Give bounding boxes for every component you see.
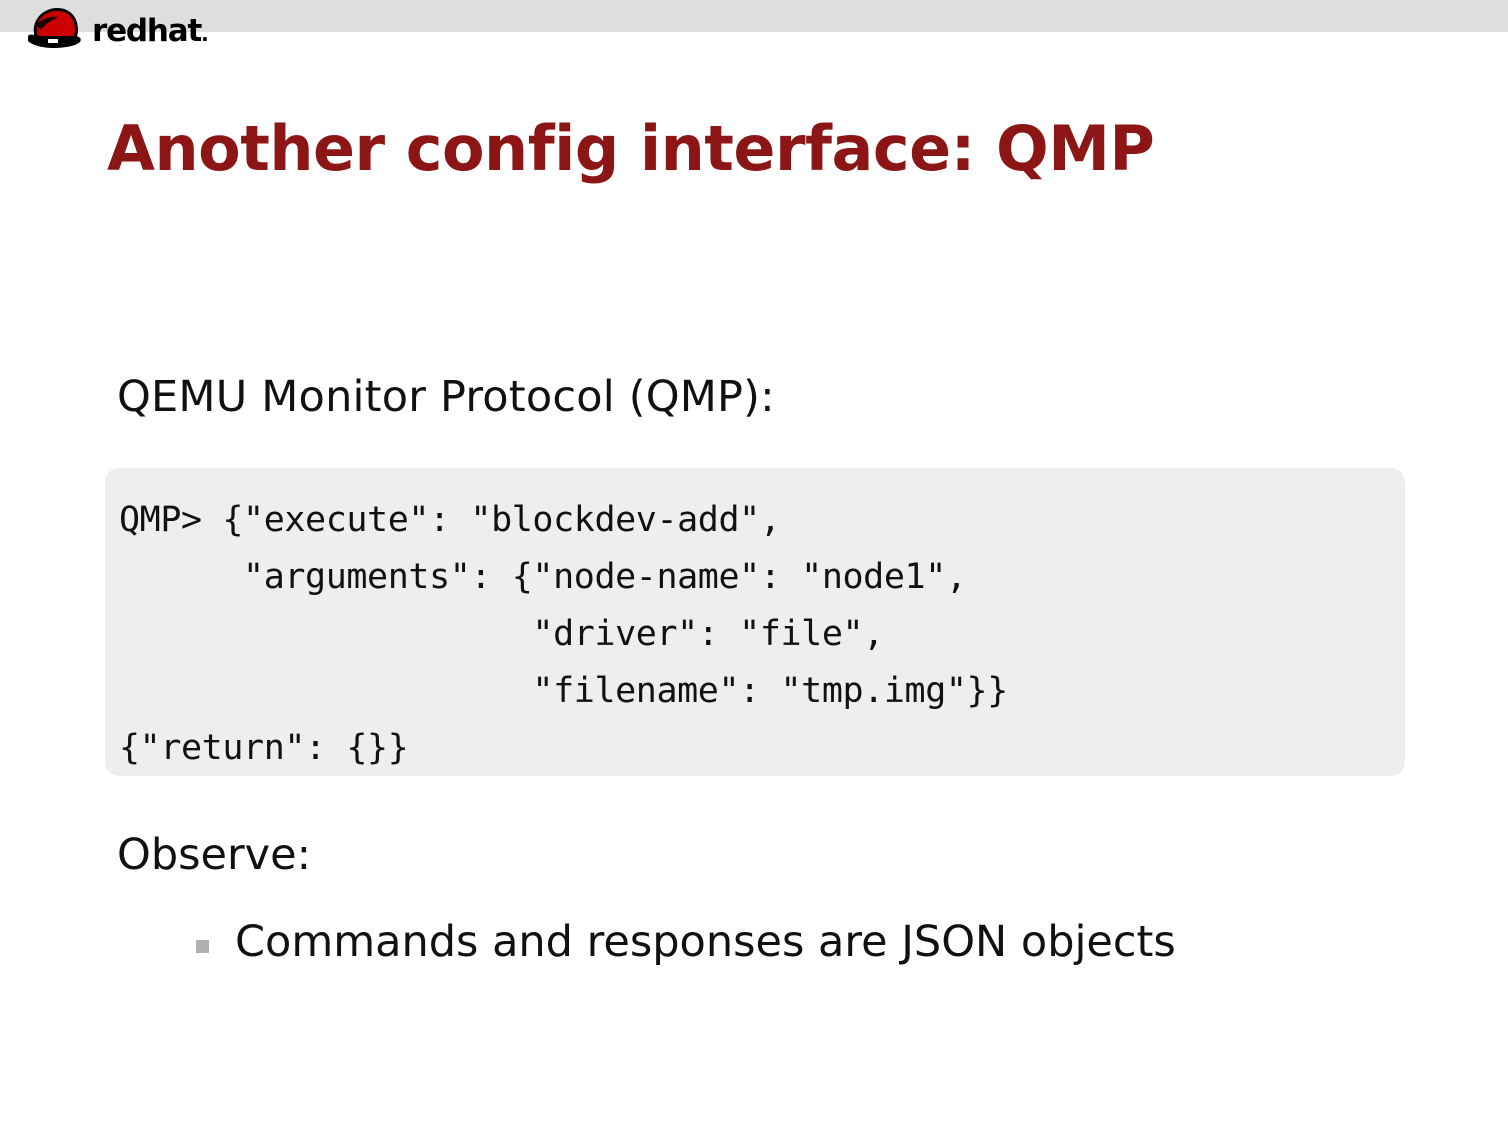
brand-word-red: red <box>92 12 148 49</box>
brand-dot: . <box>201 21 209 46</box>
code-block: QMP> {"execute": "blockdev-add", "argume… <box>105 468 1405 776</box>
brand-word-black: hat <box>146 12 202 49</box>
redhat-wordmark: redhat. <box>92 12 209 49</box>
lead-text: QEMU Monitor Protocol (QMP): <box>117 372 775 422</box>
slide-title: Another config interface: QMP <box>107 112 1155 185</box>
header-band <box>0 0 1508 32</box>
code-content: QMP> {"execute": "blockdev-add", "argume… <box>119 500 1008 768</box>
bullet-label: Commands and responses are JSON objects <box>235 917 1176 967</box>
redhat-logo: redhat. <box>24 2 209 50</box>
list-item: Commands and responses are JSON objects <box>196 917 1176 967</box>
observe-heading: Observe: <box>117 830 312 880</box>
square-bullet-icon <box>196 940 209 953</box>
redhat-shadowman-logo-icon <box>24 3 86 49</box>
